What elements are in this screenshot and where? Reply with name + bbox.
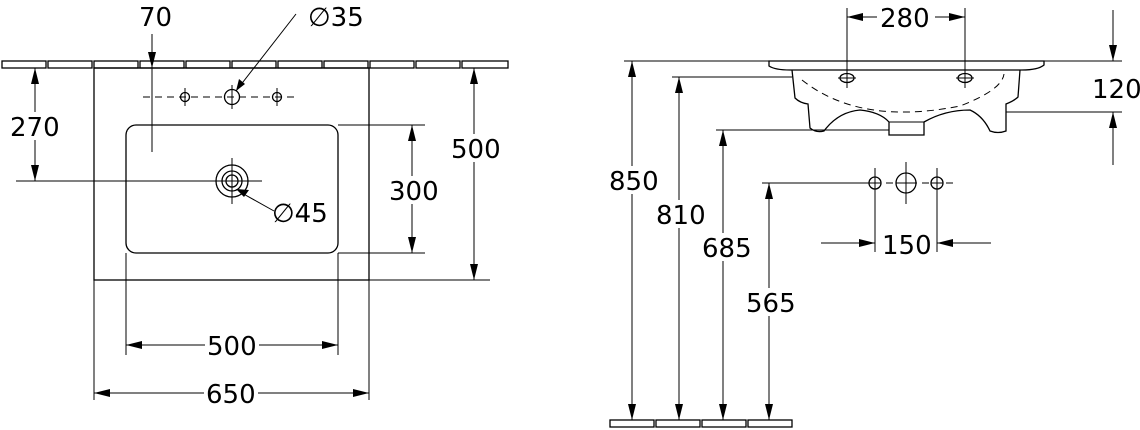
wall-connections [862, 162, 955, 204]
dim-height-connections: 565 [744, 182, 862, 420]
floor [609, 419, 793, 428]
side-view: 280 120 850 810 [606, 4, 1140, 428]
dim-bowl-depth: 300 [338, 124, 440, 254]
dim-overall-depth: 500 [369, 68, 502, 281]
dim-tap-spacing-label: 280 [880, 4, 930, 34]
dim-connection-spacing-label: 150 [882, 231, 932, 261]
top-view: 70 ∅35 270 ∅45 [1, 3, 509, 410]
dim-tap-spacing: 280 [846, 4, 966, 88]
dim-bowl-depth-label: 300 [389, 177, 439, 207]
dim-basin-height: 120 [1006, 10, 1140, 165]
basin-profile [768, 60, 1045, 136]
dim-height-connections-label: 565 [746, 289, 796, 319]
dim-bowl-width: 500 [125, 253, 339, 362]
dim-drain-hole-label: ∅45 [272, 199, 328, 229]
dim-height-drain-label: 685 [702, 234, 752, 264]
dim-basin-height-label: 120 [1092, 75, 1140, 105]
dim-tap-hole: ∅35 [235, 3, 364, 92]
basin-outline [93, 67, 370, 281]
dim-overall-width-label: 650 [206, 380, 256, 410]
dim-height-underside-label: 810 [656, 201, 706, 231]
bowl-outline [125, 124, 339, 254]
dim-tap-offset-label: 70 [139, 3, 172, 33]
dim-bowl-width-label: 500 [207, 332, 257, 362]
dim-connection-spacing: 150 [821, 198, 991, 261]
dim-tap-hole-label: ∅35 [308, 3, 364, 33]
dim-tap-offset: 70 [139, 3, 172, 152]
dim-height-top: 850 [606, 60, 769, 420]
dim-drain-offset: 270 [8, 68, 262, 182]
dim-drain-hole: ∅45 [236, 189, 328, 229]
dim-overall-width: 650 [93, 280, 370, 410]
dim-height-drain: 685 [700, 129, 889, 420]
dim-overall-depth-label: 500 [451, 135, 501, 165]
tap-holes-side [838, 72, 974, 84]
dim-drain-offset-label: 270 [10, 113, 60, 143]
tap-holes [143, 85, 295, 109]
dim-height-underside: 810 [654, 76, 792, 420]
dim-height-top-label: 850 [609, 167, 659, 197]
